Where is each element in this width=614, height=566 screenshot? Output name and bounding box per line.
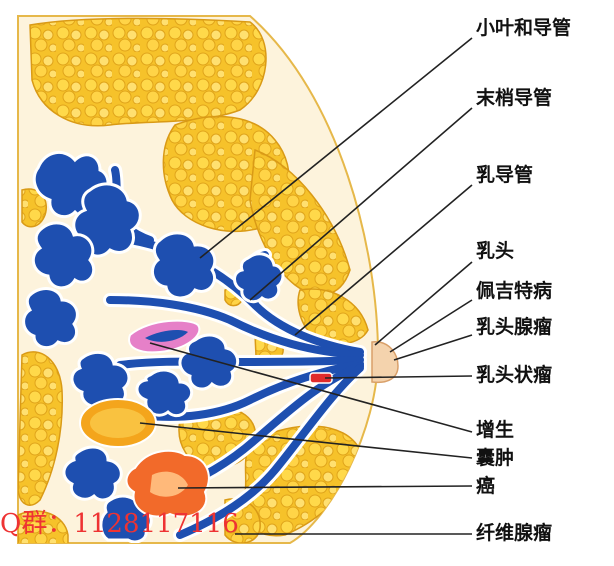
label-cancer: 癌 <box>476 475 496 497</box>
label-fibroadenoma: 纤维腺瘤 <box>476 522 553 544</box>
label-paget-disease: 佩吉特病 <box>476 280 553 302</box>
label-lactiferous-duct: 乳导管 <box>476 164 534 186</box>
label-papilloma: 乳头状瘤 <box>476 364 553 386</box>
label-terminal-duct: 末梢导管 <box>476 87 553 109</box>
cancer-lesion <box>125 449 210 518</box>
watermark-text: Q群：1128117116 <box>0 509 239 539</box>
label-nipple: 乳头 <box>476 240 515 262</box>
hyperplasia-lesion <box>128 319 201 354</box>
label-hyperplasia: 增生 <box>476 419 515 441</box>
lobules <box>22 151 285 543</box>
label-lobule-and-duct: 小叶和导管 <box>476 17 572 39</box>
fatty-tissue <box>18 17 369 543</box>
leader-lines <box>139 37 473 535</box>
label-cyst: 囊肿 <box>476 447 515 469</box>
nipple <box>371 341 399 384</box>
label-nipple-adenoma: 乳头腺瘤 <box>476 316 553 338</box>
cyst-lesion <box>79 398 157 448</box>
